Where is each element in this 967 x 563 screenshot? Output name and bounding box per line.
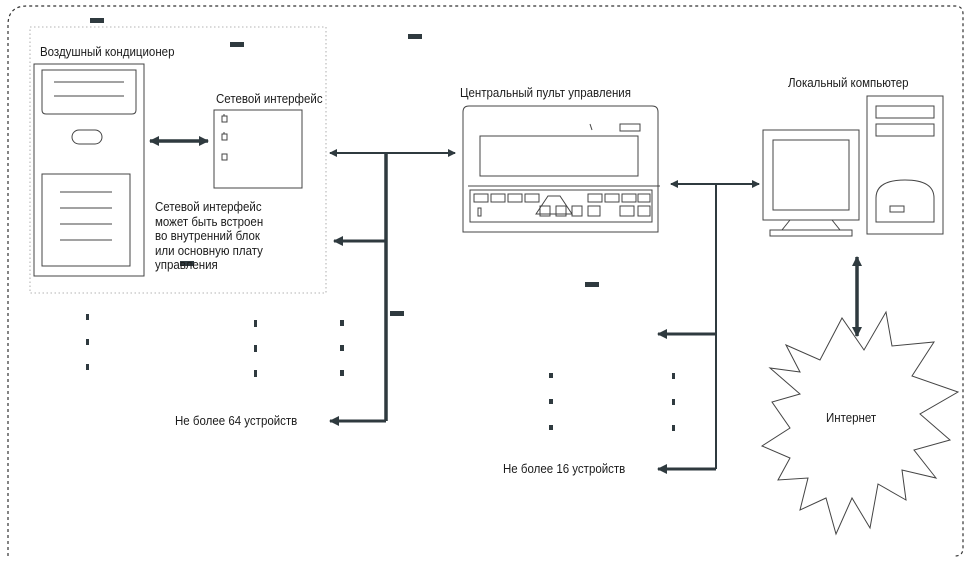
mark [90, 18, 104, 23]
mark [408, 34, 422, 39]
interface-note: Сетевой интерфейс может быть встроен во … [155, 200, 264, 272]
network-interface-label: Сетевой интерфейс [216, 92, 323, 106]
max-64-devices-label: Не более 64 устройств [175, 414, 298, 428]
mark [390, 311, 404, 316]
central-console-label: Центральный пульт управления [460, 86, 631, 100]
outer-dashed-border [7, 5, 964, 557]
mark [180, 261, 194, 266]
central-console-icon [462, 105, 660, 233]
network-interface-icon [213, 109, 303, 189]
internet-label: Интернет [826, 411, 877, 425]
max-16-devices-label: Не более 16 устройств [503, 462, 626, 476]
connections [149, 136, 862, 474]
continuation-dots-left [86, 314, 344, 377]
indoor-unit-group-box [29, 26, 327, 294]
mark [230, 42, 244, 47]
internet-cloud-icon [760, 310, 960, 536]
air-conditioner-label: Воздушный кондиционер [40, 45, 175, 59]
mark [585, 282, 599, 287]
local-computer-icon [762, 95, 944, 237]
local-computer-label: Локальный компьютер [788, 76, 909, 90]
air-conditioner-icon [33, 63, 145, 277]
continuation-dots-right [549, 373, 675, 431]
